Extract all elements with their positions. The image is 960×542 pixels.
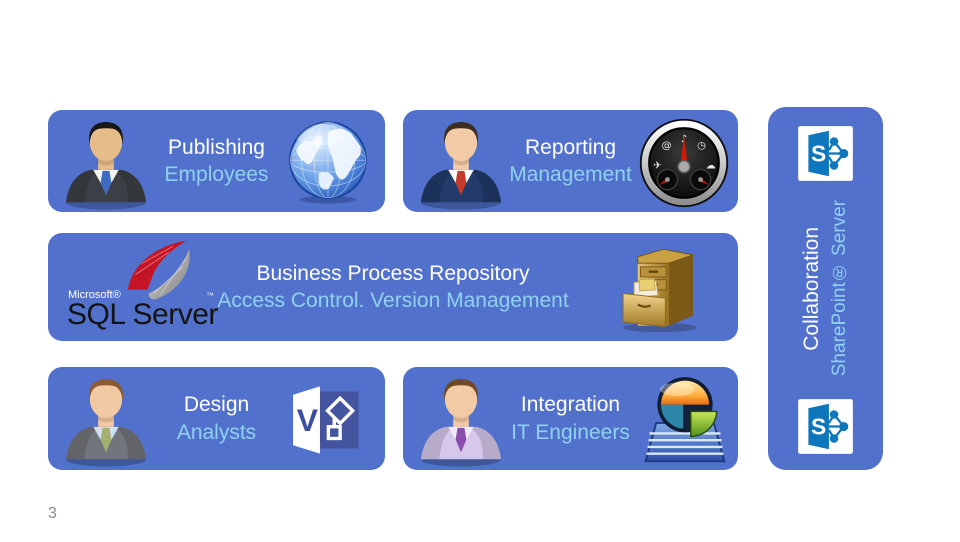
reporting-title: Reporting [524, 135, 617, 159]
sql-name-server: Server [132, 298, 219, 331]
page-number: 3 [48, 505, 57, 522]
sql-trademark: ™ [206, 291, 214, 300]
repository-subtitle: Access Control. Version Management [217, 289, 569, 312]
collaboration-subtitle: SharePoint® Server [829, 200, 850, 377]
design-subtitle: Analysts [176, 420, 257, 444]
reporting-subtitle: Management [509, 163, 632, 186]
collaboration-title: Collaboration [800, 226, 823, 351]
publishing-title: Publishing [168, 135, 265, 159]
biztalk-server-icon [644, 377, 726, 463]
publishing-text: Publishing Employees [48, 110, 385, 212]
publishing-subtitle: Employees [164, 163, 269, 186]
gauge-cloud-glyph: ☁ [706, 161, 716, 172]
gauge-at-glyph: @ [661, 140, 671, 151]
sharepoint-icon-bottom [797, 398, 854, 455]
design-title: Design [183, 393, 250, 417]
globe-icon [289, 121, 367, 204]
sql-server-swoosh-icon [127, 240, 190, 300]
visio-icon: V [293, 386, 359, 454]
design-box: Design Analysts V [48, 367, 385, 470]
gauge-clock-glyph: ◷ [697, 140, 706, 151]
repository-text: Business Process Repository Access Contr… [48, 233, 738, 341]
visio-letter: V [297, 402, 319, 438]
sql-name-sql: SQL [67, 298, 126, 331]
integration-text: Integration IT Engineers [403, 367, 738, 470]
collaboration-box: Collaboration SharePoint® Server [768, 107, 883, 470]
reporting-box: Reporting Management @ ♪ ◷ ✈ ☁ [403, 110, 738, 212]
repository-title: Business Process Repository [256, 261, 530, 285]
gauge-plane-glyph: ✈ [653, 161, 661, 172]
integration-box: Integration IT Engineers [403, 367, 738, 470]
publishing-box: Publishing Employees [48, 110, 385, 212]
file-cabinet-icon [622, 248, 697, 333]
reporting-text: Reporting Management [403, 110, 738, 212]
integration-subtitle: IT Engineers [511, 420, 630, 444]
integration-title: Integration [520, 393, 621, 417]
sql-microsoft-brand: Microsoft® [68, 289, 121, 301]
dashboard-gauge-icon: @ ♪ ◷ ✈ ☁ [639, 118, 729, 208]
design-text: Design Analysts [48, 367, 385, 470]
